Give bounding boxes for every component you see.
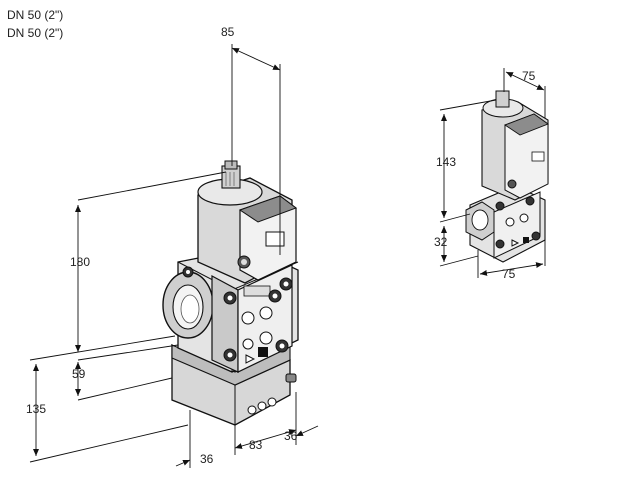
- dim-large-height-mid: 59: [72, 367, 86, 381]
- dim-small-width-bottom: 75: [502, 267, 516, 281]
- dim-large-width-bottom: 83: [249, 438, 263, 452]
- dim-small-height-lower: 32: [434, 235, 448, 249]
- small-valve-drawing: 75 143 32 75: [434, 68, 549, 281]
- dim-small-top-width: 75: [522, 69, 536, 83]
- header-line-2: DN 50 (2"): [7, 26, 64, 40]
- dim-large-height-lower: 135: [26, 402, 46, 416]
- dim-large-depth-left: 36: [200, 452, 214, 466]
- large-valve-drawing: 85 180 59 135 36 83 36: [26, 25, 319, 468]
- header-line-1: DN 50 (2"): [7, 8, 64, 22]
- dim-large-height-upper: 180: [70, 255, 90, 269]
- dim-large-depth-right: 36: [284, 429, 298, 443]
- dim-large-top-width: 85: [221, 25, 235, 39]
- dim-small-height-upper: 143: [436, 155, 456, 169]
